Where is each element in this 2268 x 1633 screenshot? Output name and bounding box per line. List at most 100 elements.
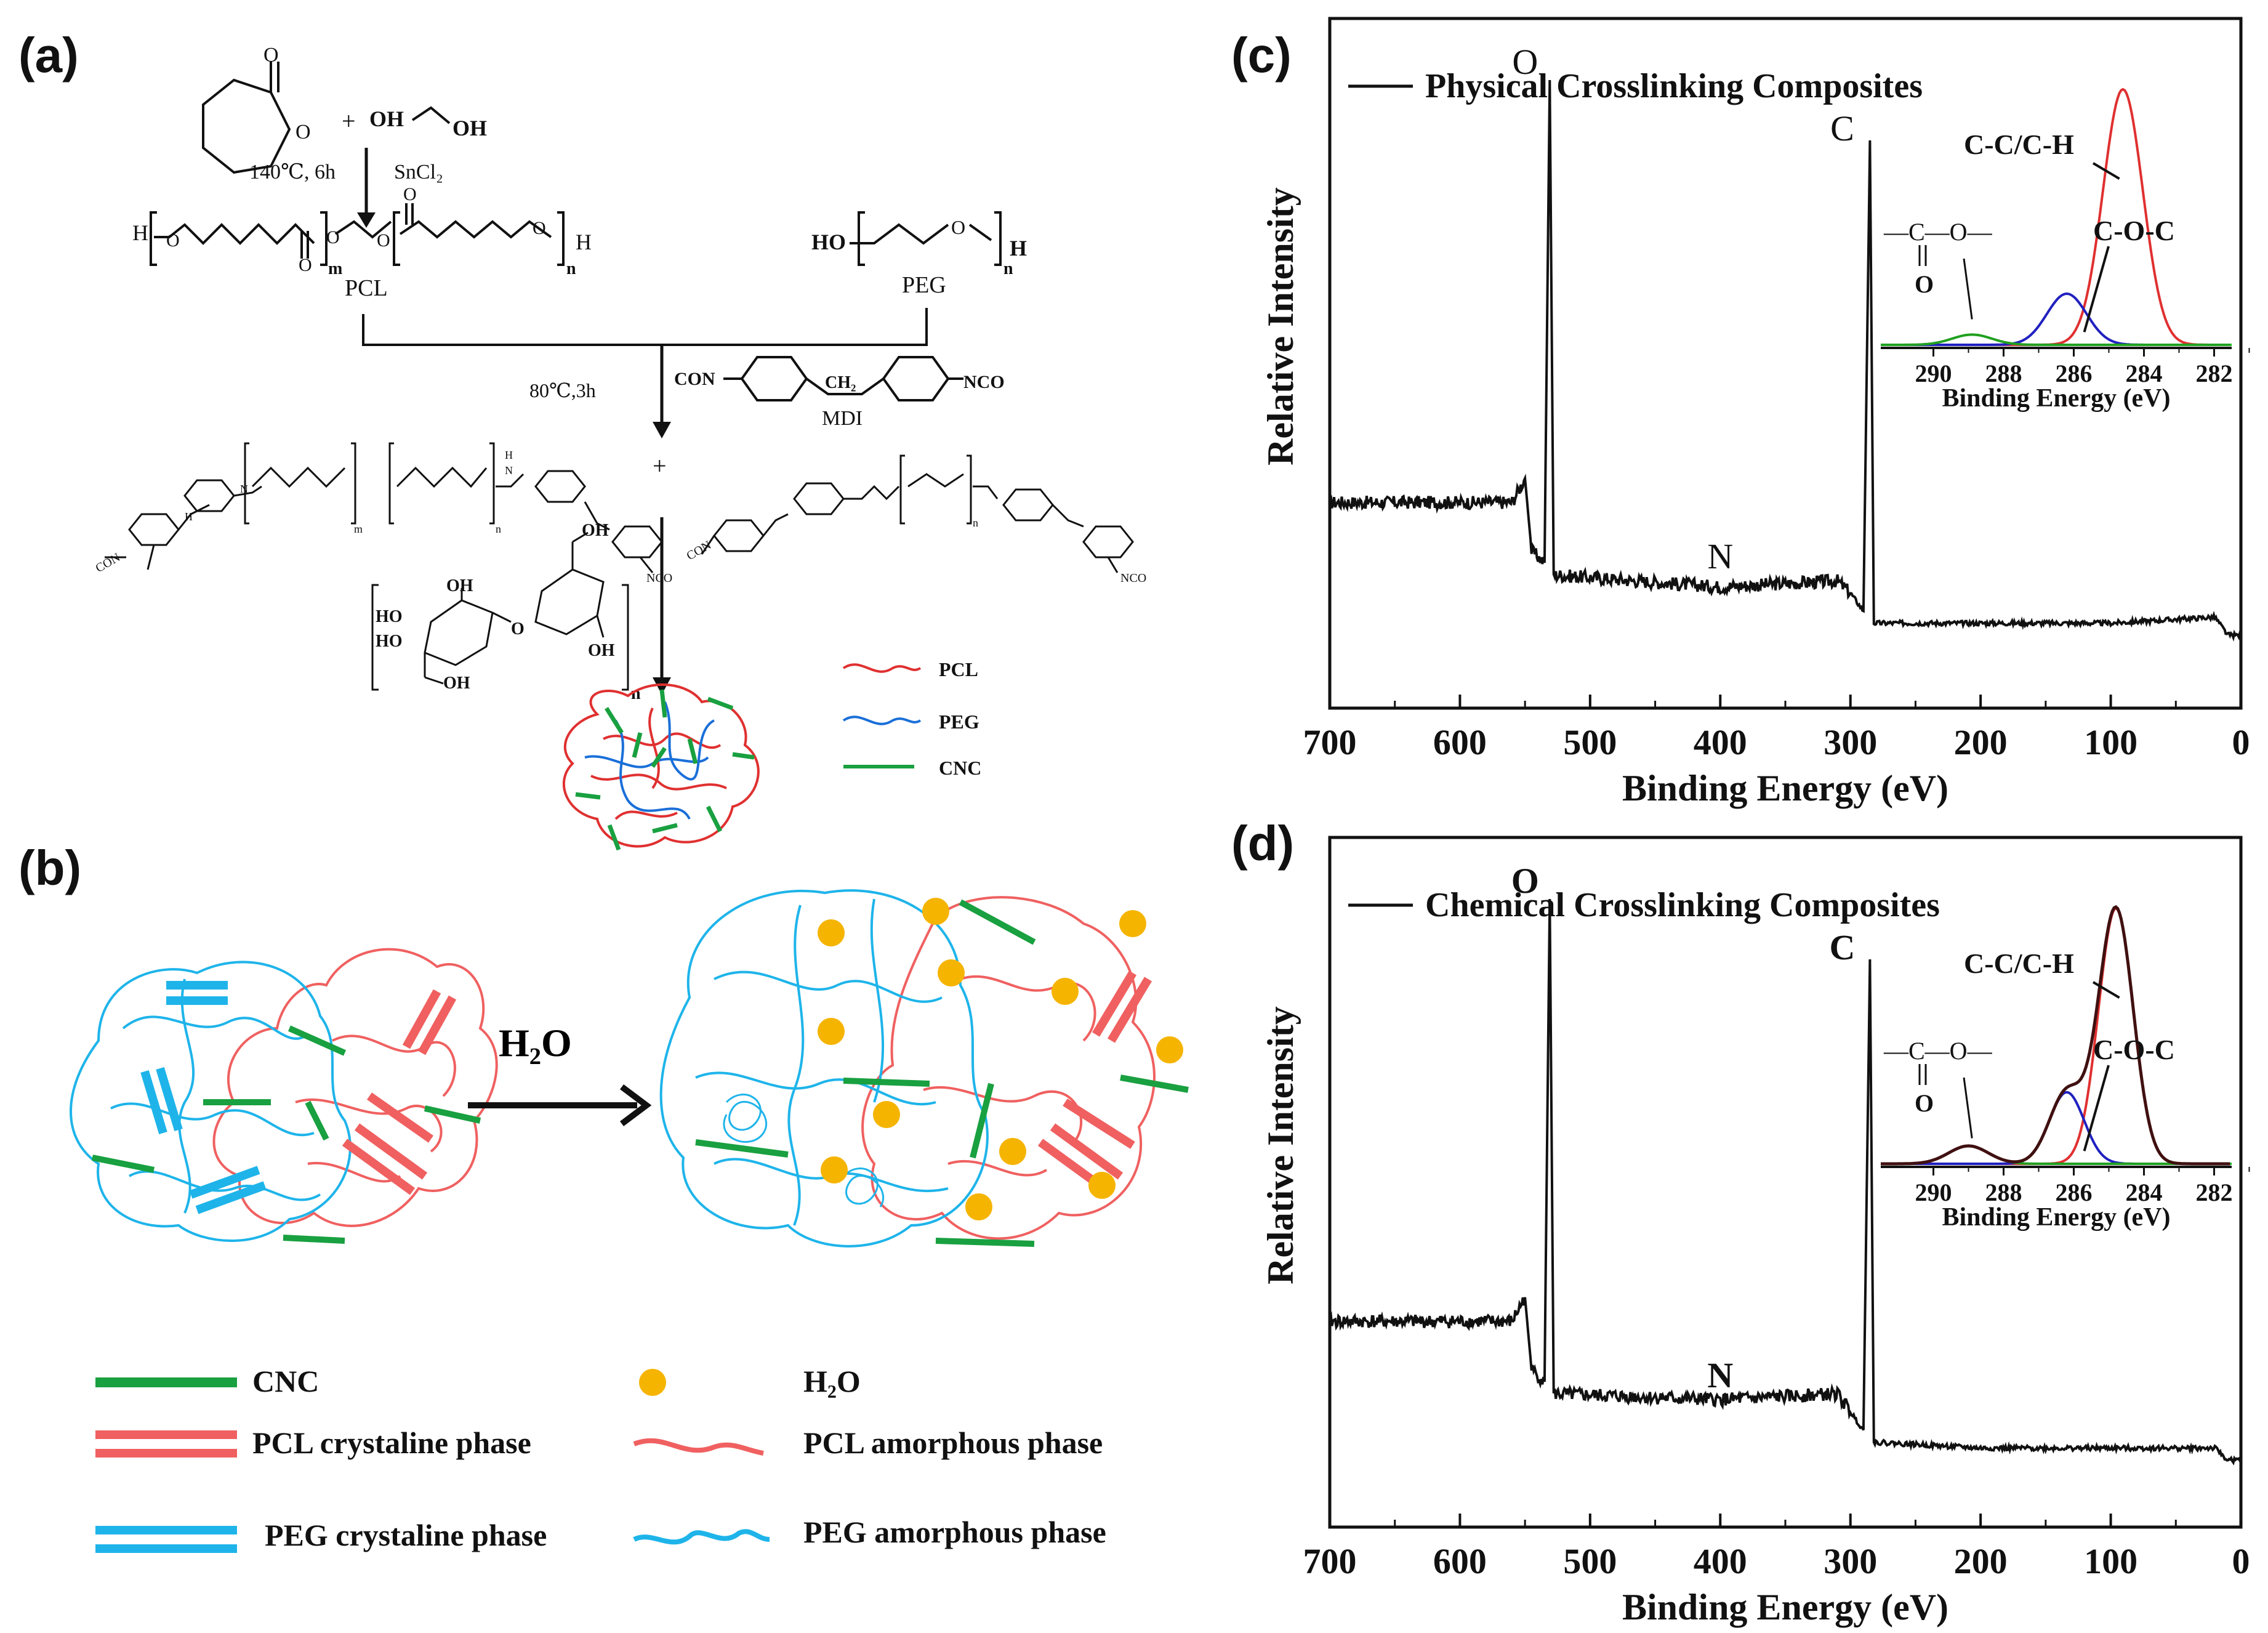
x-tick-label: 100 xyxy=(2084,1541,2137,1581)
svg-text:NCO: NCO xyxy=(1120,571,1146,585)
inset-annotation-cc: C-C/C-H xyxy=(1964,948,2074,979)
inset-carbonyl-top: —C—O— xyxy=(1883,1037,1993,1065)
x-axis-label: Binding Energy (eV) xyxy=(1622,1587,1948,1627)
inset-x-tick-label: 286 xyxy=(2056,360,2093,387)
inset-arrow-coc xyxy=(2083,246,2110,333)
legend-b-pcl-cryst: PCL crystaline phase xyxy=(252,1425,531,1460)
svg-text:n: n xyxy=(1003,259,1013,278)
y-axis-label: Relative Intensity xyxy=(1260,187,1301,466)
svg-text:n: n xyxy=(566,259,576,278)
legend-peg-amorph-swatch xyxy=(633,1529,770,1545)
peak-label-n: N xyxy=(1707,1355,1733,1395)
xps-spectrum-line xyxy=(1329,79,2242,642)
svg-text:N: N xyxy=(505,464,513,477)
products-plus: + xyxy=(653,452,667,480)
legend-b-h2o: H₂O xyxy=(803,1364,861,1398)
inset-x-axis-label: Binding Energy (eV) xyxy=(1942,1203,2170,1232)
inset-x-tick-label: 288 xyxy=(1985,360,2022,387)
svg-text:O: O xyxy=(166,230,180,251)
diol-oh-right: OH xyxy=(452,116,487,140)
inset-fit-curve-0 xyxy=(1881,87,2230,346)
svg-text:OH: OH xyxy=(443,674,470,693)
svg-text:O: O xyxy=(951,216,965,238)
peak-label-o: O xyxy=(1511,861,1539,901)
inset-annotation-coc: C-O-C xyxy=(2093,1034,2175,1065)
svg-text:HO: HO xyxy=(811,230,846,254)
mdi-formula: CON CH₂ NCO MDI xyxy=(674,356,1005,430)
panel-a-legend: PCL PEG CNC xyxy=(842,658,981,779)
svg-text:H: H xyxy=(185,510,193,523)
dry-composite xyxy=(70,948,498,1244)
svg-text:O: O xyxy=(326,227,340,248)
svg-text:NCO: NCO xyxy=(646,571,672,585)
legend-peg-swatch xyxy=(842,716,922,725)
x-tick-label: 500 xyxy=(1563,1541,1617,1581)
svg-text:N: N xyxy=(240,483,248,495)
svg-text:m: m xyxy=(354,523,363,535)
peak-label-c: C xyxy=(1829,927,1855,967)
x-tick-label: 300 xyxy=(1824,1541,1877,1581)
panel-label-d: (d) xyxy=(1231,816,1295,871)
svg-text:CH₂: CH₂ xyxy=(825,373,856,392)
legend-label: Chemical Crosslinking Composites xyxy=(1425,886,1940,924)
inset-annotation-coc: C-O-C xyxy=(2093,215,2175,246)
inset-fit-curve-3 xyxy=(1881,905,2230,1166)
inset-x-tick-label: 282 xyxy=(2196,1179,2233,1206)
legend-b-peg-amorph: PEG amorphous phase xyxy=(803,1515,1106,1549)
plot-frame xyxy=(1328,17,2243,710)
inset-arrow-carbonyl xyxy=(1963,1077,1973,1139)
svg-text:O: O xyxy=(533,218,546,238)
caprolactone-ring-o: O xyxy=(296,121,311,143)
x-tick-label: 100 xyxy=(2084,722,2137,762)
legend-a-cnc: CNC xyxy=(939,757,981,779)
svg-text:CON: CON xyxy=(674,369,715,389)
hydration-arrow-label: H₂O xyxy=(499,1021,572,1065)
x-tick-label: 0 xyxy=(2232,1541,2250,1581)
svg-text:NCO: NCO xyxy=(963,372,1005,392)
svg-text:O: O xyxy=(299,255,312,275)
x-tick-label: 600 xyxy=(1433,1541,1487,1581)
inset-arrow-coc xyxy=(2083,1065,2110,1151)
caprolactone-ring xyxy=(202,62,291,174)
x-tick-label: 700 xyxy=(1303,1541,1357,1581)
caprolactone-carbonyl-o: O xyxy=(263,44,279,67)
reaction1-conditions: 140℃, 6h xyxy=(249,161,336,183)
legend-h2o-swatch xyxy=(639,1369,666,1396)
hydrated-composite xyxy=(659,889,1189,1248)
svg-text:OH: OH xyxy=(582,521,609,540)
x-tick-label: 600 xyxy=(1433,722,1487,762)
panel-label-a: (a) xyxy=(18,28,79,83)
product-pcl-mdi xyxy=(105,442,663,573)
panel-b-diagram: H₂O xyxy=(70,889,1189,1553)
svg-text:H: H xyxy=(505,449,513,461)
x-tick-label: 700 xyxy=(1303,722,1357,762)
xps-spectrum-line xyxy=(1329,898,2242,1466)
inset-fit-curve-1 xyxy=(1881,292,2230,346)
inset-fit-curve-2 xyxy=(1881,333,2230,346)
inset-x-tick-label: 282 xyxy=(2196,360,2233,387)
x-tick-label: 200 xyxy=(1954,1541,2008,1581)
plot-frame xyxy=(1328,836,2243,1529)
inset-annotation-cc: C-C/C-H xyxy=(1964,129,2074,160)
panel-b-legend: CNC H₂O PCL crystaline phase PCL amorpho… xyxy=(95,1364,1106,1553)
panel-label-c: (c) xyxy=(1231,28,1292,83)
legend-pcl-amorph-swatch xyxy=(633,1438,764,1456)
inset-fit-curve-0 xyxy=(1881,906,2230,1165)
x-axis-label: Binding Energy (eV) xyxy=(1622,768,1948,808)
mdi-name: MDI xyxy=(822,407,863,430)
svg-text:H: H xyxy=(1010,236,1027,260)
peg-formula: HO O n H PEG xyxy=(811,211,1027,298)
svg-text:n: n xyxy=(496,523,501,535)
panel-label-b: (b) xyxy=(18,841,82,895)
x-tick-label: 300 xyxy=(1824,722,1877,762)
peak-label-c: C xyxy=(1830,108,1854,148)
y-axis-label: Relative Intensity xyxy=(1260,1006,1301,1284)
cellulose-structure xyxy=(371,531,629,691)
inset-x-tick-label: 284 xyxy=(2126,1179,2163,1206)
inset-arrow-cc xyxy=(2092,981,2120,999)
svg-text:CON: CON xyxy=(94,550,123,575)
peak-label-o: O xyxy=(1512,42,1538,82)
inset-carbonyl-top: —C—O— xyxy=(1883,218,1993,246)
legend-a-pcl: PCL xyxy=(939,658,978,680)
